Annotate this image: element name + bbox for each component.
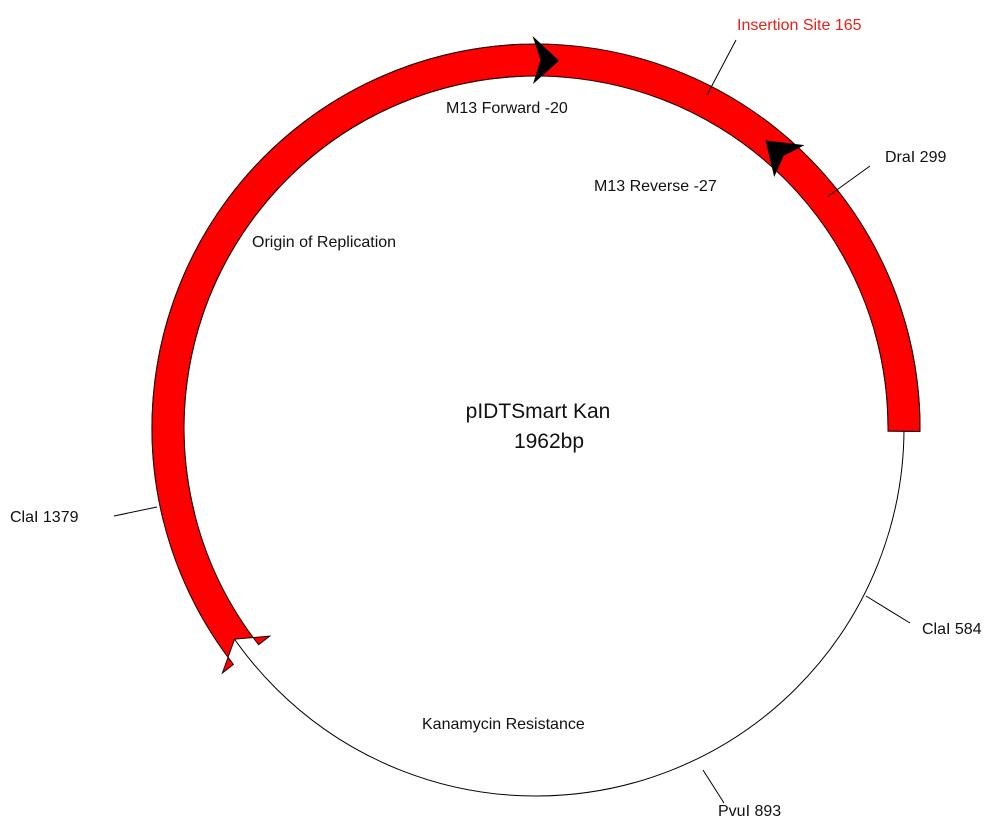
insertion-site-label: Insertion Site 165 <box>737 17 862 34</box>
cla1-1379-site-leader <box>113 506 158 517</box>
cla1-584-site-leader <box>865 595 911 624</box>
origin-of-replication-label: Origin of Replication <box>252 234 396 251</box>
cla1-584-site-label: ClaI 584 <box>922 621 982 638</box>
pvu1-site-leader <box>702 769 725 804</box>
m13-forward-primer-arrow <box>532 36 560 84</box>
m13-reverse-label: M13 Reverse -27 <box>594 178 717 195</box>
dra1-site-label: DraI 299 <box>885 149 946 166</box>
m13-reverse-primer-arrow <box>765 140 805 177</box>
kanamycin-resistance-feature <box>151 43 921 675</box>
plasmid-name: pIDTSmart Kan <box>466 400 611 423</box>
kanamycin-resistance-label: Kanamycin Resistance <box>422 716 585 733</box>
cla1-1379-site-label: ClaI 1379 <box>10 509 79 526</box>
pvu1-site-label: PvuI 893 <box>718 803 781 820</box>
dra1-site-leader <box>826 165 871 198</box>
m13-forward-label: M13 Forward -20 <box>446 100 568 117</box>
plasmid-size: 1962bp <box>514 430 584 453</box>
insertion-site-leader <box>706 39 737 96</box>
